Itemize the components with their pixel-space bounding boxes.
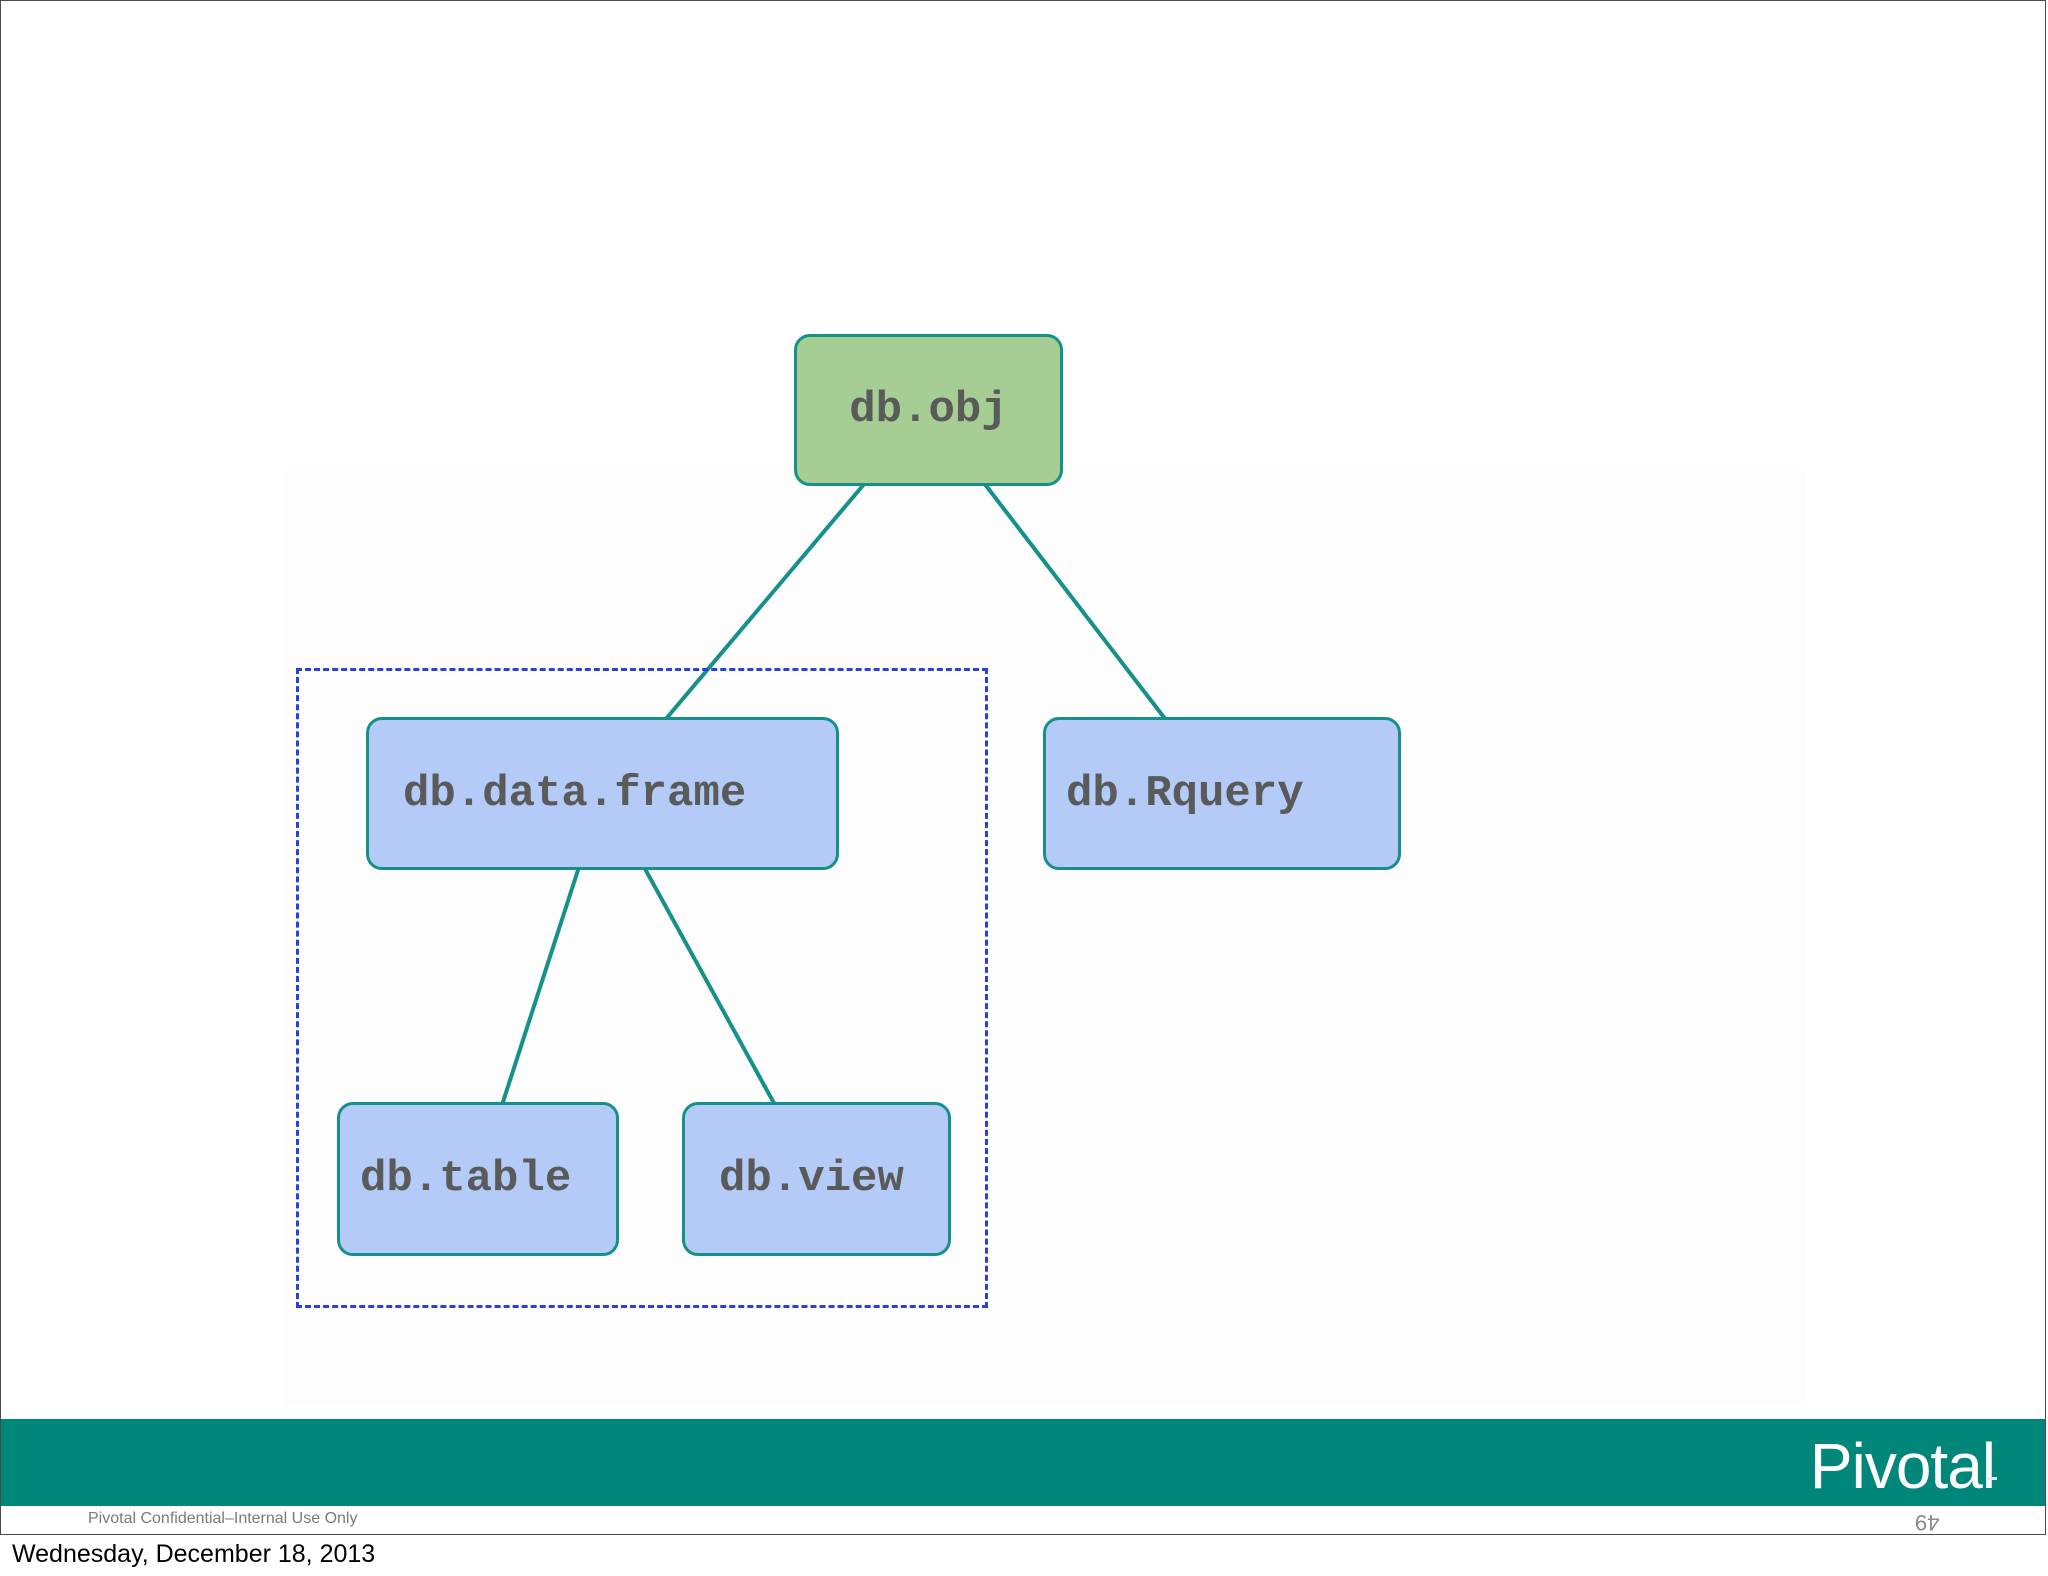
node-db-table: db.table	[337, 1102, 619, 1256]
node-db-obj: db.obj	[794, 334, 1063, 486]
edge-root-dataframe	[663, 481, 867, 722]
edge-dataframe-view	[642, 866, 777, 1106]
node-label: db.data.frame	[403, 768, 747, 819]
page-number: 49	[1915, 1510, 1940, 1535]
footer-band: Pivotal	[1, 1419, 2045, 1506]
node-label: db.view	[719, 1154, 904, 1204]
trademark-mark	[1987, 1477, 1997, 1480]
node-label: db.table	[360, 1154, 572, 1204]
confidentiality-notice: Pivotal Confidential–Internal Use Only	[88, 1510, 358, 1527]
slide: db.obj db.data.frame db.Rquery db.table …	[0, 0, 2046, 1535]
data-frame-group-box	[296, 668, 988, 1308]
pivotal-logo: Pivotal	[1809, 1430, 1996, 1502]
node-label: db.Rquery	[1066, 768, 1304, 819]
node-db-view: db.view	[682, 1102, 951, 1256]
connector-lines	[500, 481, 1168, 1106]
edge-dataframe-table	[500, 866, 581, 1106]
node-db-data-frame: db.data.frame	[366, 717, 839, 870]
node-db-rquery: db.Rquery	[1043, 717, 1401, 870]
edge-root-rquery	[982, 481, 1168, 722]
node-label: db.obj	[849, 385, 1008, 435]
date-caption: Wednesday, December 18, 2013	[12, 1540, 376, 1568]
